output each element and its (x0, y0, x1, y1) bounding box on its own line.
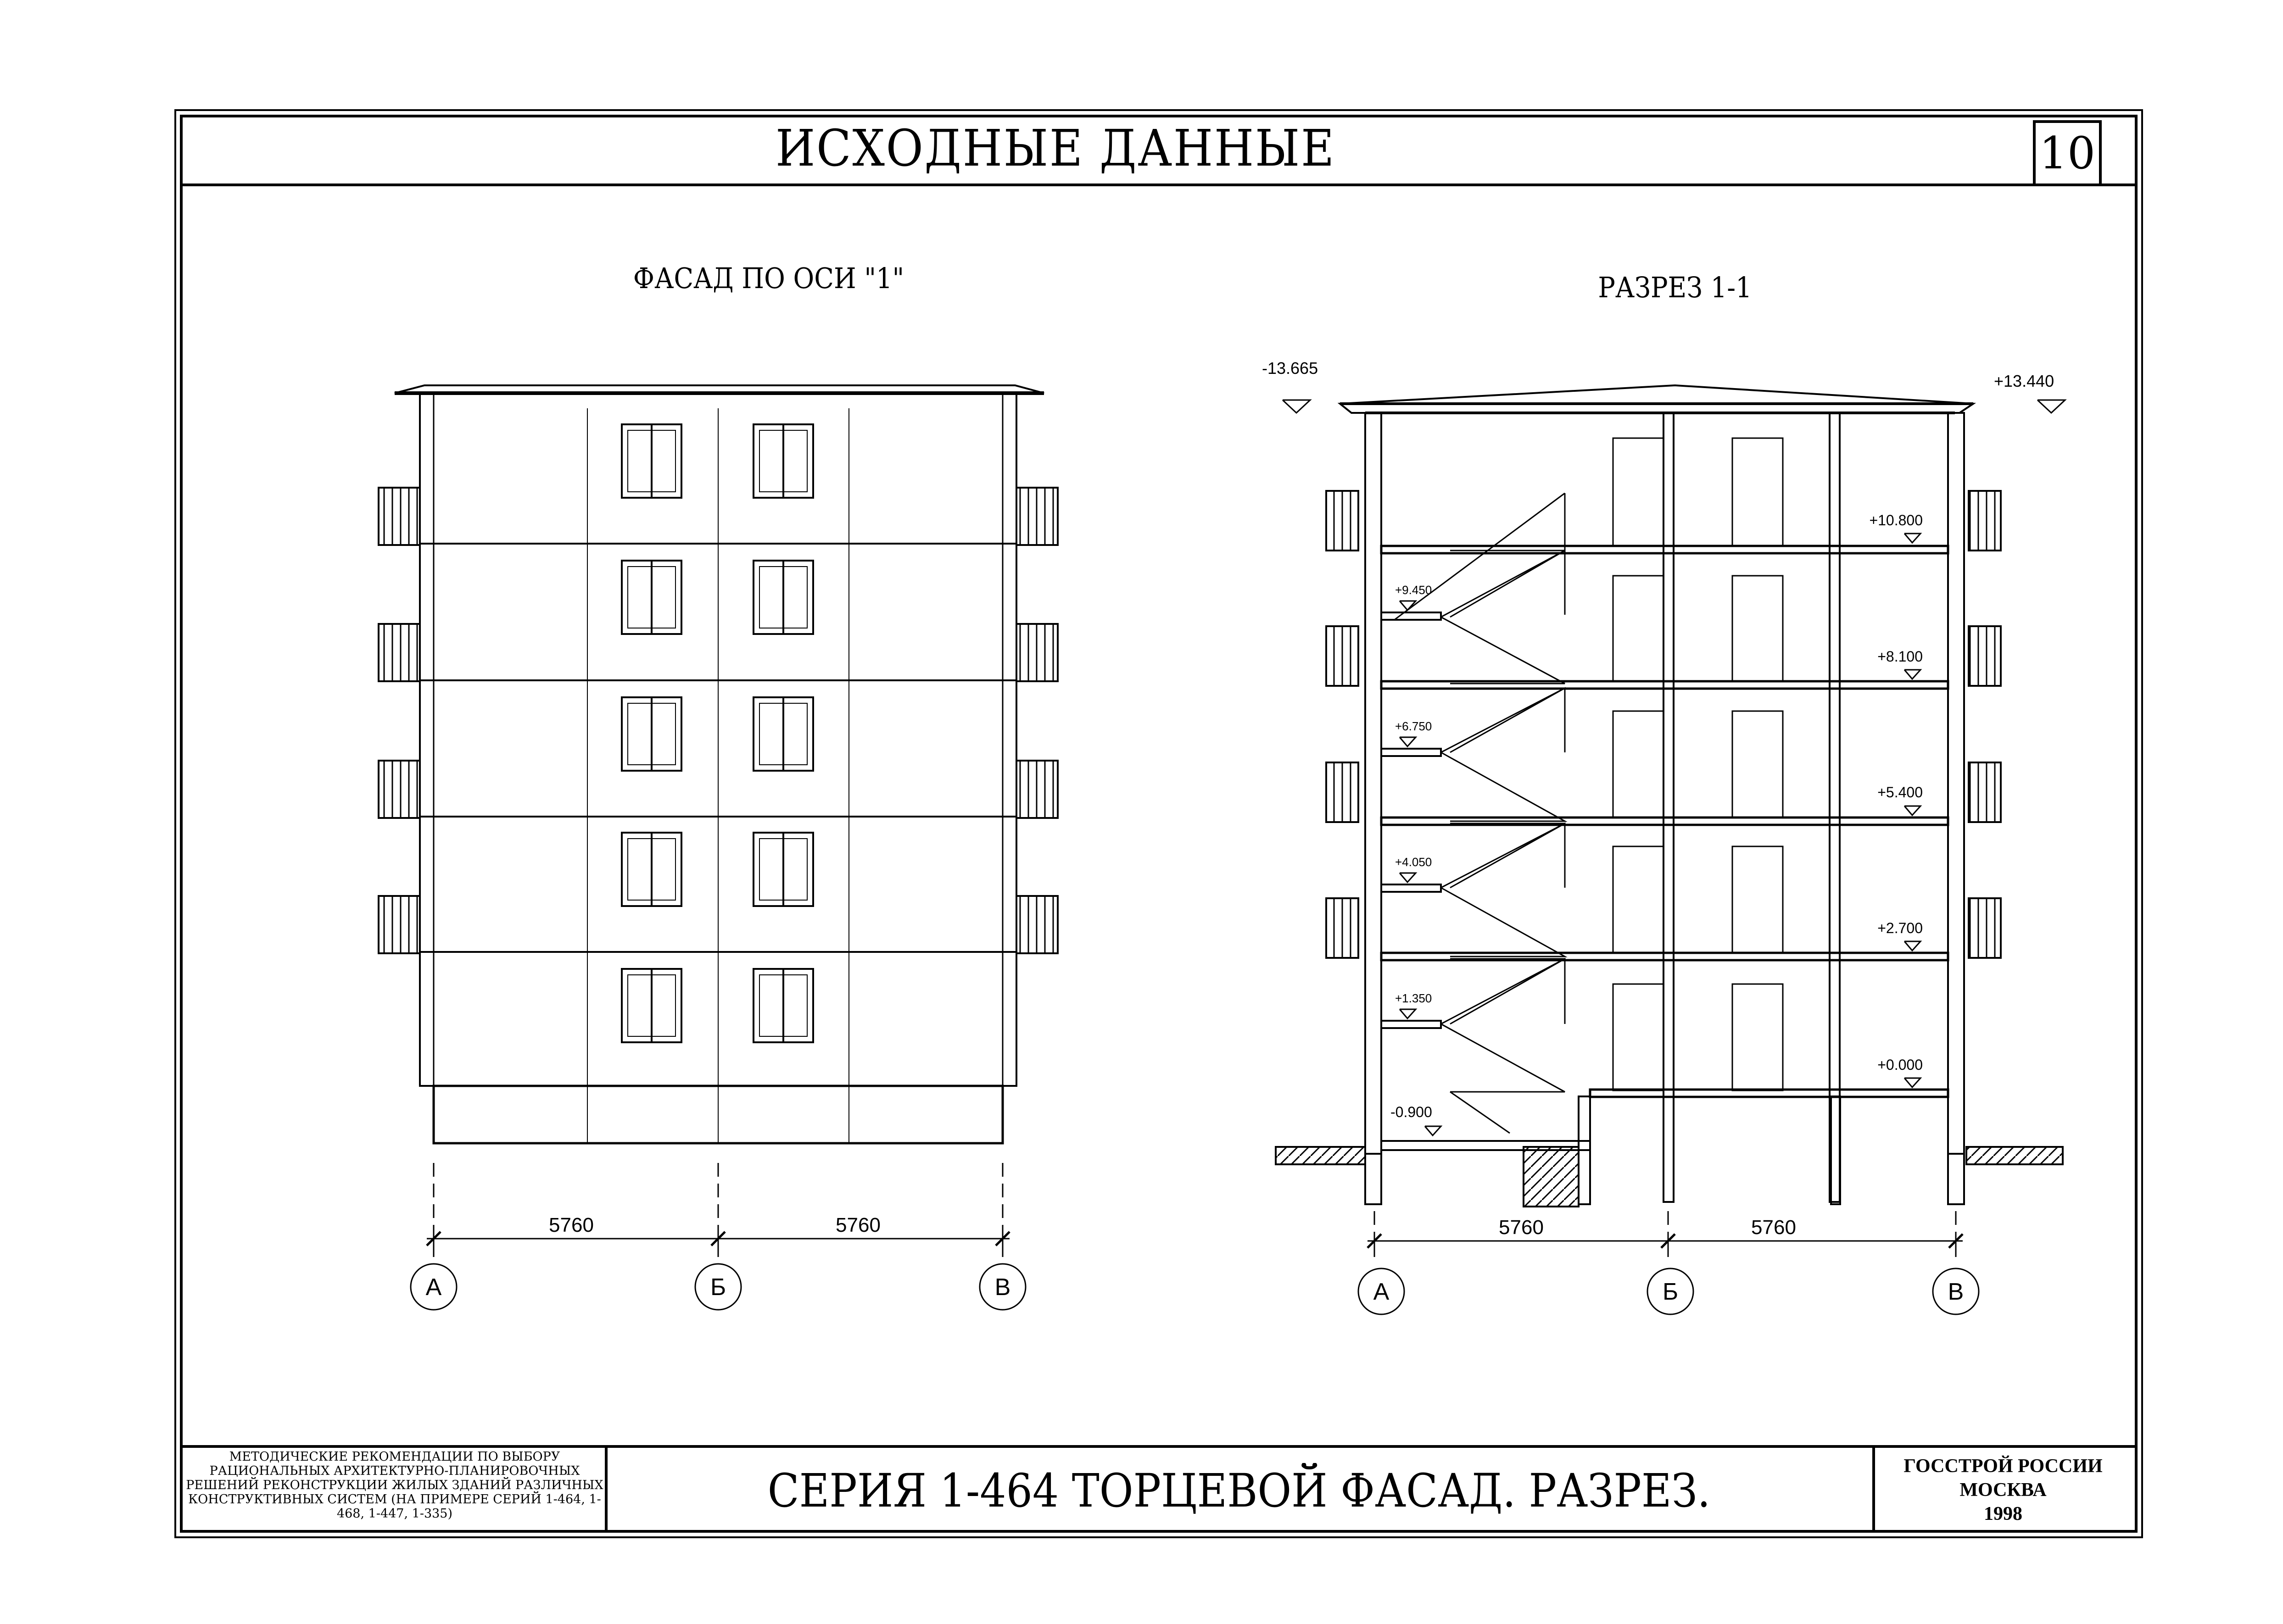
facade-title: ФАСАД ПО ОСИ "1" (633, 261, 904, 295)
facade-axis-a: А (426, 1274, 442, 1301)
title-block-divider-left (605, 1445, 608, 1532)
methodology-text: Методические рекомендации по выбору раци… (186, 1450, 603, 1521)
facade-drawing (378, 384, 1059, 1311)
stair-flights (1395, 492, 1568, 1134)
section-dim-1: 5760 (1499, 1216, 1544, 1239)
org-year: 1998 (1984, 1503, 2022, 1524)
section-axis-v: В (1948, 1279, 1964, 1305)
section-drawing (1275, 384, 2067, 1315)
series-title: СЕРИЯ 1-464 ТОРЦЕВОЙ ФАСАД. РАЗРЕЗ. (767, 1464, 1711, 1518)
title-block-divider-right (1872, 1445, 1875, 1532)
section-axis-b: Б (1663, 1279, 1678, 1305)
section-dim-2: 5760 (1751, 1216, 1796, 1239)
section-axis-a: А (1373, 1279, 1390, 1305)
facade-balconies (378, 487, 1059, 954)
title-block-divider (180, 1445, 2138, 1448)
level-left-5: -0.900 (1390, 1104, 1432, 1120)
facade-labels: 5760 5760 А Б В (426, 1214, 1011, 1301)
level-top-right: +13.440 (1994, 372, 2054, 390)
page-number: 10 (2033, 120, 2102, 184)
facade-axis-b: Б (710, 1274, 726, 1301)
organization-block: ГОССТРОЙ РОССИИ МОСКВА 1998 (1875, 1450, 2132, 1532)
level-right-5: +0.000 (1877, 1057, 1923, 1073)
facade-dim-2: 5760 (836, 1214, 881, 1236)
level-markers (1282, 399, 2067, 1137)
section-labels: 5760 5760 А Б В -13.665 +13.440 +10.800 … (1262, 359, 2054, 1305)
facade-axis-v: В (995, 1274, 1011, 1301)
title-divider (180, 184, 2138, 186)
level-left-2: +6.750 (1395, 719, 1432, 733)
org-name: ГОССТРОЙ РОССИИ (1903, 1456, 2103, 1477)
level-left-1: +9.450 (1395, 583, 1432, 597)
drawing-frame (180, 115, 2138, 1533)
section-axes (1357, 1211, 1980, 1315)
level-top-left: -13.665 (1262, 359, 1318, 378)
level-left-3: +4.050 (1395, 855, 1432, 869)
section-doors (1612, 437, 1784, 1091)
level-right-1: +10.800 (1869, 512, 1923, 528)
facade-dim-1: 5760 (549, 1214, 594, 1236)
section-title: РАЗРЕЗ 1-1 (1598, 271, 1752, 304)
sheet-title: ИСХОДНЫЕ ДАННЫЕ (775, 119, 1335, 178)
level-right-2: +8.100 (1877, 648, 1923, 665)
facade-axes (410, 1163, 1027, 1311)
section-balconies (1325, 490, 2002, 959)
level-right-3: +5.400 (1877, 784, 1923, 801)
facade-windows (621, 423, 814, 1043)
level-left-4: +1.350 (1395, 991, 1432, 1005)
org-city: МОСКВА (1959, 1479, 2047, 1501)
level-right-4: +2.700 (1877, 920, 1923, 936)
drawing-frame-outer (174, 109, 2143, 1538)
